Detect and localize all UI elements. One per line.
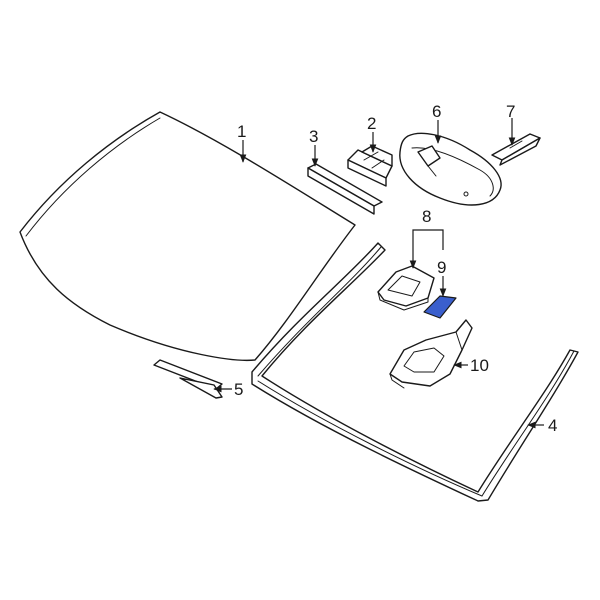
callout-8: 8 xyxy=(422,207,431,226)
highlighted-sensor-pad[interactable] xyxy=(423,295,457,319)
mirror-bracket[interactable] xyxy=(347,145,393,187)
lower-molding-strip[interactable] xyxy=(153,359,223,399)
callout-6: 6 xyxy=(432,102,441,121)
sensor-housing[interactable] xyxy=(377,265,435,311)
mirror-clip[interactable] xyxy=(491,133,541,166)
leader-lines xyxy=(213,118,544,429)
callout-10: 10 xyxy=(470,356,489,375)
sensor-cover[interactable] xyxy=(389,319,473,389)
callout-1: 1 xyxy=(237,122,246,141)
rearview-mirror[interactable] xyxy=(399,132,502,206)
callout-7: 7 xyxy=(506,102,515,121)
callout-3: 3 xyxy=(309,127,318,146)
windshield-glass[interactable] xyxy=(19,111,356,361)
callout-numbers: 1 2 3 4 5 6 7 8 9 10 xyxy=(234,102,557,435)
callout-2: 2 xyxy=(367,114,376,133)
callout-9: 9 xyxy=(437,258,446,277)
callout-4: 4 xyxy=(548,416,557,435)
windshield-molding[interactable] xyxy=(251,242,579,502)
callout-5: 5 xyxy=(234,380,243,399)
